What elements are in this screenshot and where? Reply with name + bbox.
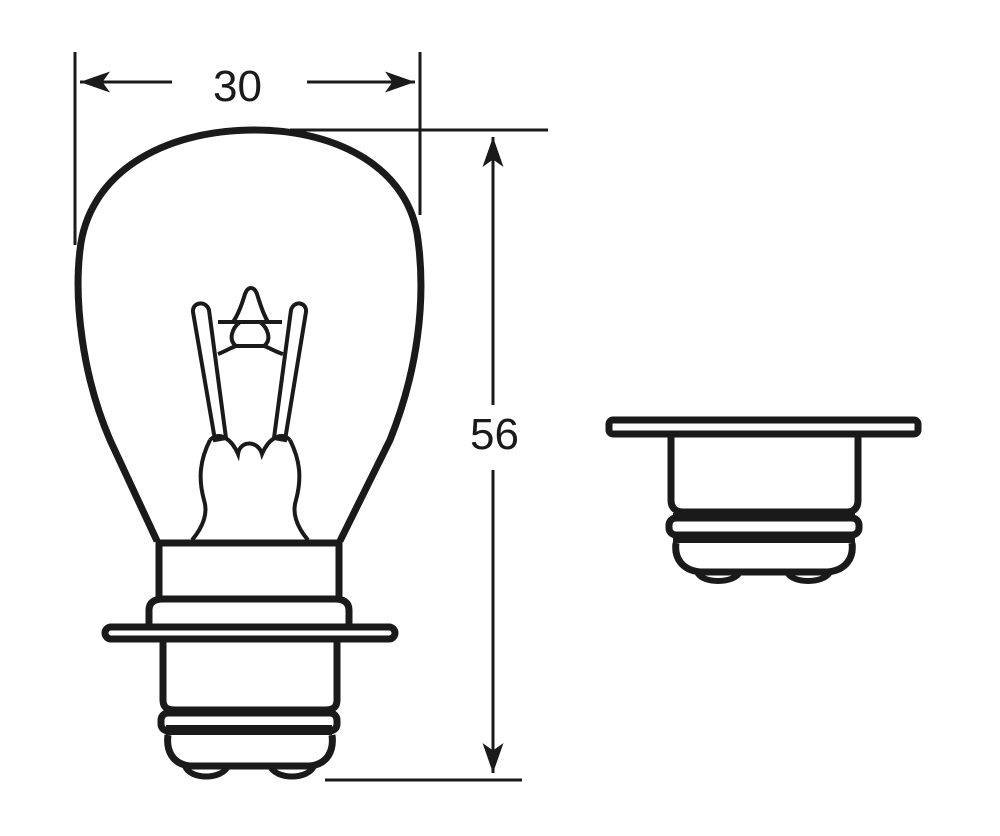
- width-dimension: [73, 52, 422, 245]
- filament-mount: [190, 286, 310, 542]
- base-body: [159, 640, 341, 714]
- base-flange: [101, 623, 399, 643]
- base-neck: [155, 539, 343, 603]
- contact-left: [182, 764, 231, 780]
- bulb-glass-outline: [74, 126, 425, 543]
- base-collar: [145, 595, 353, 628]
- base-bottom: [164, 734, 336, 770]
- base-band: [166, 725, 332, 735]
- width-dimension-label: 30: [213, 62, 262, 111]
- base-side-view: [605, 416, 922, 584]
- height-dimension: [290, 128, 548, 782]
- contact-right: [267, 764, 317, 780]
- height-dimension-label: 56: [470, 410, 519, 459]
